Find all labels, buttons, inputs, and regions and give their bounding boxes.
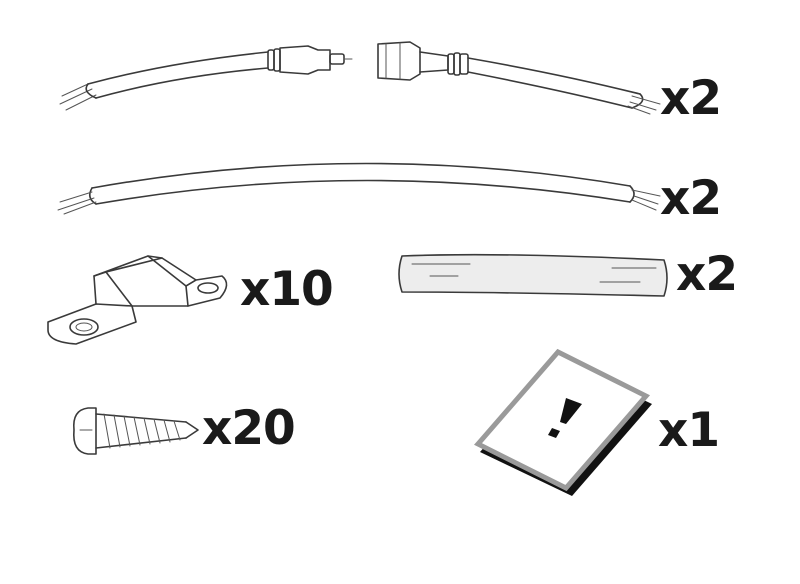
quantity-extension-cable: x2 xyxy=(660,171,721,226)
instruction-card: x1 xyxy=(473,348,720,496)
heat-shrink-tube: x2 xyxy=(398,247,738,302)
mounting-clip: x10 xyxy=(47,255,334,345)
quantity-screw: x20 xyxy=(202,401,295,456)
connector-cable-pair: x2 xyxy=(59,41,722,126)
exclamation-icon xyxy=(548,398,582,438)
quantity-instruction-card: x1 xyxy=(658,403,719,458)
quantity-connector-cable: x2 xyxy=(660,71,721,126)
male-connector-cable xyxy=(59,45,353,111)
extension-cable: x2 xyxy=(57,162,722,226)
female-connector-cable xyxy=(377,41,661,115)
quantity-mounting-clip: x10 xyxy=(240,262,333,317)
screw: x20 xyxy=(72,401,296,456)
quantity-heat-shrink-tube: x2 xyxy=(676,247,737,302)
